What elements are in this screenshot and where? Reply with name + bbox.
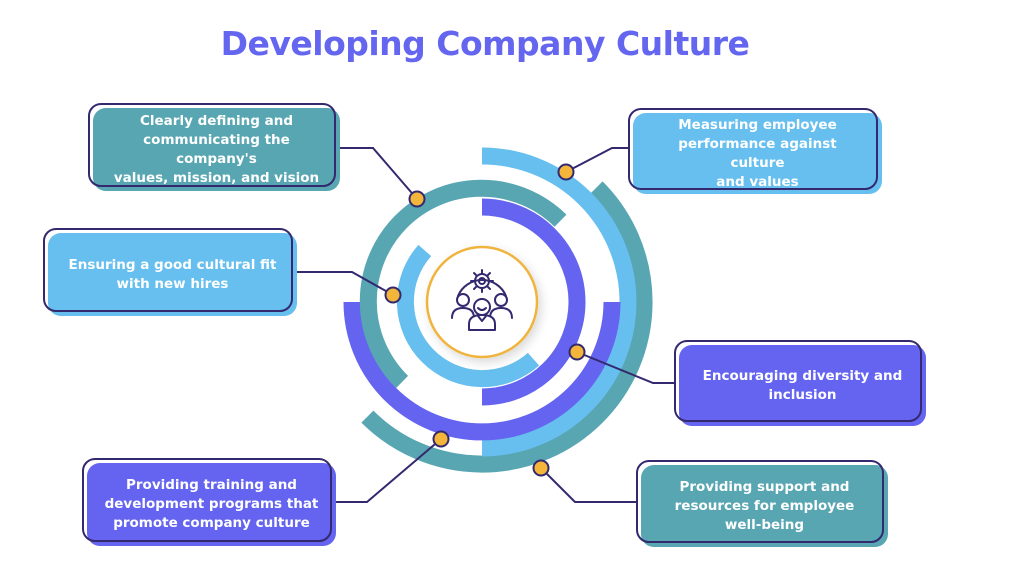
page-title: Developing Company Culture	[220, 24, 750, 63]
marker-dot-performance	[557, 163, 575, 181]
callout-outline	[636, 460, 884, 543]
callout-box-performance: Measuring employee performance against c…	[628, 108, 882, 194]
marker-dot-cultural-fit	[384, 286, 402, 304]
callout-fill	[641, 465, 888, 547]
callout-label: Providing training and development progr…	[104, 477, 319, 531]
callout-outline	[674, 340, 922, 422]
callout-box-training: Providing training and development progr…	[82, 458, 336, 546]
callout-box-cultural-fit: Ensuring a good cultural fit with new hi…	[43, 228, 297, 316]
marker-dot-values-mission-vision	[408, 190, 426, 208]
outer-teal-arc	[361, 181, 653, 473]
callout-box-well-being: Providing support and resources for empl…	[636, 460, 888, 547]
callout-outline	[82, 458, 332, 542]
team-gear-icon	[451, 269, 513, 331]
callout-outline	[43, 228, 293, 312]
callout-box-diversity: Encouraging diversity and inclusion	[674, 340, 926, 426]
callout-outline	[628, 108, 878, 190]
callout-fill	[48, 233, 297, 316]
marker-dot-diversity	[568, 343, 586, 361]
callout-label: Encouraging diversity and inclusion	[702, 367, 903, 403]
callout-fill	[679, 345, 926, 426]
callout-label: Providing support and resources for empl…	[674, 478, 855, 533]
callout-fill	[633, 113, 882, 194]
callout-label: Measuring employee performance against c…	[678, 116, 837, 190]
callout-label: Ensuring a good cultural fit with new hi…	[68, 256, 277, 292]
callout-label: Clearly defining and communicating the c…	[113, 112, 320, 186]
callout-fill	[93, 108, 340, 191]
inner-light-blue-arc	[396, 244, 540, 388]
callout-box-values-mission-vision: Clearly defining and communicating the c…	[88, 103, 340, 191]
center-badge	[425, 245, 539, 359]
outer-light-blue-arc	[481, 147, 637, 457]
callout-outline	[88, 103, 336, 187]
connector-well-being	[540, 467, 636, 503]
connector-diversity	[576, 351, 674, 384]
marker-dot-well-being	[532, 459, 550, 477]
connector-cultural-fit	[293, 271, 394, 296]
connector-performance	[565, 147, 628, 173]
marker-dot-training	[432, 430, 450, 448]
callout-fill	[87, 463, 336, 546]
inner-purple-arc	[481, 198, 586, 406]
connector-values-mission-vision	[337, 147, 418, 200]
connector-training	[332, 438, 442, 503]
middle-teal-arc	[359, 179, 567, 388]
